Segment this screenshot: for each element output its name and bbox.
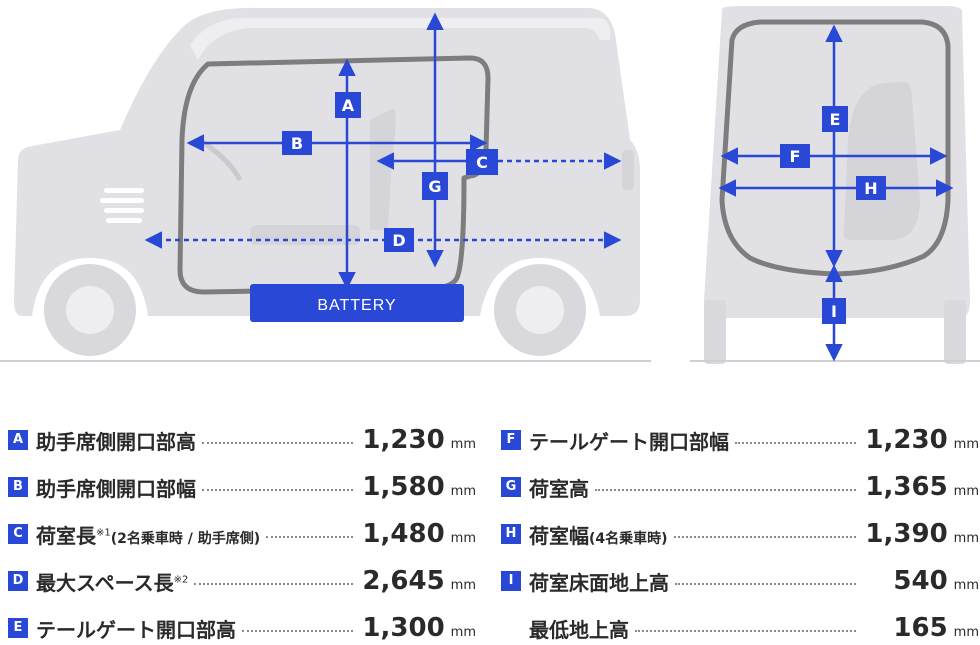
marker-g-box — [422, 172, 448, 200]
spec-unit: mm — [450, 483, 476, 499]
spec-unit: mm — [953, 577, 979, 593]
marker-e-box — [822, 106, 848, 132]
spec-badge: G — [501, 477, 521, 497]
spec-value: 1,230 — [865, 425, 948, 455]
marker-c-box — [466, 149, 498, 175]
footnote-mark: ※2 — [173, 573, 189, 585]
spec-unit: mm — [953, 483, 979, 499]
marker-b: B — [291, 134, 303, 153]
leader-dots — [202, 489, 353, 491]
leader-dots — [242, 630, 353, 632]
spec-value: 1,300 — [362, 613, 445, 643]
spec-note: (2名乗車時 / 助手席側) — [110, 530, 261, 547]
side-cabin-outline — [177, 55, 491, 295]
spec-row-f: F テールゲート開口部幅 1,230 mm — [501, 423, 979, 457]
spec-row-a: A 助手席側開口部高 1,230 mm — [8, 423, 476, 457]
leader-dots — [673, 536, 856, 538]
spec-badge: H — [501, 524, 521, 544]
spec-badge: C — [8, 524, 28, 544]
spec-row-d: D 最大スペース長※2 2,645 mm — [8, 564, 476, 598]
spec-unit: mm — [953, 530, 979, 546]
spec-label: 荷室床面地上高 — [529, 570, 669, 595]
spec-label: 最大スペース長※2 — [36, 570, 189, 595]
marker-h: H — [864, 179, 877, 198]
leader-dots — [194, 583, 353, 585]
spec-row-h: H 荷室幅(4名乗車時) 1,390 mm — [501, 517, 979, 551]
spec-label: 最低地上高 — [529, 617, 629, 642]
spec-value: 1,230 — [362, 425, 445, 455]
spec-row-c: C 荷室長※1(2名乗車時 / 助手席側) 1,480 mm — [8, 517, 476, 551]
spec-badge: I — [501, 571, 521, 591]
battery-block — [250, 284, 464, 322]
marker-h-box — [856, 176, 886, 200]
vehicle-dimension-diagram: BATTERY A B C D E F G H I — [0, 6, 980, 364]
spec-label: 荷室高 — [529, 476, 589, 501]
spec-unit: mm — [953, 436, 979, 452]
spec-badge: F — [501, 430, 521, 450]
spec-label: 荷室長※1(2名乗車時 / 助手席側) — [36, 523, 261, 548]
spec-value: 2,645 — [362, 566, 445, 596]
spec-value: 1,390 — [865, 519, 948, 549]
leader-dots — [675, 583, 856, 585]
spec-value: 540 — [893, 566, 948, 596]
leader-dots — [635, 630, 856, 632]
spec-row-b: B 助手席側開口部幅 1,580 mm — [8, 470, 476, 504]
rear-opening-outline — [719, 19, 951, 277]
marker-d-box — [384, 228, 414, 252]
spec-badge: E — [8, 618, 28, 638]
marker-f: F — [790, 147, 801, 166]
footnote-mark: ※1 — [96, 526, 111, 538]
spec-label: テールゲート開口部高 — [36, 617, 236, 642]
spec-value: 1,580 — [362, 472, 445, 502]
marker-f-box — [780, 144, 810, 168]
spec-badge: B — [8, 477, 28, 497]
spec-label: テールゲート開口部幅 — [529, 429, 729, 454]
spec-label: 荷室幅(4名乗車時) — [529, 523, 668, 548]
marker-c: C — [476, 153, 488, 172]
spec-unit: mm — [450, 436, 476, 452]
leader-dots — [595, 489, 856, 491]
spec-value: 1,365 — [865, 472, 948, 502]
leader-dots — [266, 536, 353, 538]
marker-b-box — [282, 131, 312, 155]
spec-row-i: I 荷室床面地上高 540 mm — [501, 564, 979, 598]
marker-i: I — [831, 302, 837, 321]
spec-row-g: G 荷室高 1,365 mm — [501, 470, 979, 504]
spec-unit: mm — [953, 624, 979, 640]
spec-value: 165 — [893, 613, 948, 643]
spec-unit: mm — [450, 530, 476, 546]
spec-row-ground-clearance: 最低地上高 165 mm — [501, 611, 979, 645]
spec-badge: D — [8, 571, 28, 591]
spec-row-e: E テールゲート開口部高 1,300 mm — [8, 611, 476, 645]
marker-g: G — [428, 177, 441, 196]
spec-label: 助手席側開口部幅 — [36, 476, 196, 501]
spec-badge-empty — [501, 618, 521, 638]
leader-dots — [735, 442, 856, 444]
spec-unit: mm — [450, 624, 476, 640]
leader-dots — [202, 442, 353, 444]
battery-label: BATTERY — [317, 297, 396, 314]
marker-e: E — [830, 110, 841, 129]
marker-a-box — [335, 92, 361, 118]
marker-d: D — [392, 231, 405, 250]
spec-badge: A — [8, 430, 28, 450]
marker-i-box — [822, 298, 846, 324]
marker-a: A — [342, 96, 355, 115]
spec-value: 1,480 — [362, 519, 445, 549]
spec-note: (4名乗車時) — [589, 530, 668, 547]
spec-label: 助手席側開口部高 — [36, 429, 196, 454]
spec-unit: mm — [450, 577, 476, 593]
